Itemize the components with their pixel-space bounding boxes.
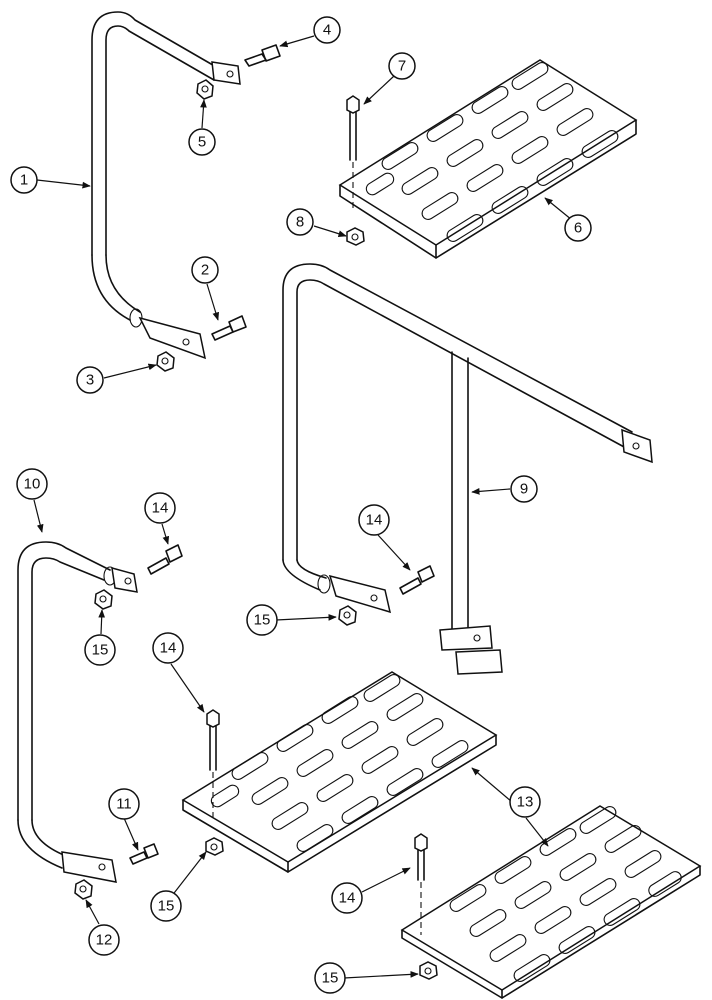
nut-15-a	[94, 589, 113, 610]
callout-3: 3	[76, 366, 104, 394]
callout-6: 6	[564, 214, 592, 242]
svg-text:15: 15	[322, 970, 339, 987]
svg-text:14: 14	[366, 512, 383, 529]
svg-text:12: 12	[96, 932, 113, 949]
svg-text:8: 8	[296, 214, 304, 231]
callout-15-d: 15	[314, 962, 346, 994]
callout-10: 10	[16, 468, 48, 500]
callout-14-a: 14	[144, 492, 176, 524]
callout-1: 1	[10, 166, 38, 194]
handrail-lower-10	[17, 541, 138, 883]
svg-text:6: 6	[574, 220, 582, 237]
svg-text:15: 15	[254, 612, 271, 629]
callout-11: 11	[108, 788, 140, 820]
svg-text:2: 2	[201, 262, 209, 279]
svg-text:14: 14	[339, 890, 356, 907]
bolt-2	[211, 315, 247, 341]
svg-text:4: 4	[323, 22, 331, 39]
leader-lines	[33, 35, 573, 979]
callout-7: 7	[388, 52, 416, 80]
callout-9: 9	[510, 475, 538, 503]
nut-8	[346, 227, 365, 246]
callout-8: 8	[286, 208, 314, 236]
callout-12: 12	[88, 924, 120, 956]
handrail-upper	[91, 11, 241, 360]
svg-text:14: 14	[160, 640, 177, 657]
step-plate-6	[338, 59, 638, 259]
bolt-14-d	[414, 833, 428, 935]
bolt-4	[244, 44, 281, 67]
callout-2: 2	[191, 256, 219, 284]
callout-15-a: 15	[84, 634, 116, 666]
svg-text:13: 13	[517, 794, 534, 811]
svg-text:15: 15	[158, 898, 175, 915]
nut-15-c	[205, 837, 224, 856]
bolt-14-c	[206, 709, 220, 820]
svg-text:14: 14	[152, 500, 169, 517]
svg-text:11: 11	[116, 796, 132, 813]
callout-5: 5	[188, 128, 216, 156]
nut-15-b	[338, 605, 357, 626]
svg-text:10: 10	[24, 476, 41, 493]
callout-4: 4	[313, 16, 341, 44]
svg-text:3: 3	[86, 372, 94, 389]
callout-14-d: 14	[331, 882, 363, 914]
svg-text:15: 15	[92, 642, 109, 659]
callout-15-c: 15	[150, 890, 182, 922]
bolt-14-a	[147, 544, 183, 575]
nut-15-d	[419, 961, 438, 980]
nut-3	[156, 351, 175, 372]
bolt-11	[129, 843, 159, 865]
callout-13: 13	[509, 786, 541, 818]
callout-14-c: 14	[152, 632, 184, 664]
step-plate-13-b	[400, 805, 702, 999]
svg-text:5: 5	[198, 134, 206, 151]
svg-text:9: 9	[520, 481, 528, 498]
bolt-14-b	[399, 565, 435, 595]
handrail-large-9	[282, 263, 653, 675]
nut-5	[196, 79, 214, 100]
callout-14-b: 14	[358, 504, 390, 536]
svg-text:7: 7	[398, 58, 406, 75]
svg-text:1: 1	[20, 172, 28, 189]
callout-15-b: 15	[246, 604, 278, 636]
nut-12	[74, 879, 93, 900]
bolt-7	[346, 95, 360, 210]
step-plate-13-a	[181, 671, 498, 873]
